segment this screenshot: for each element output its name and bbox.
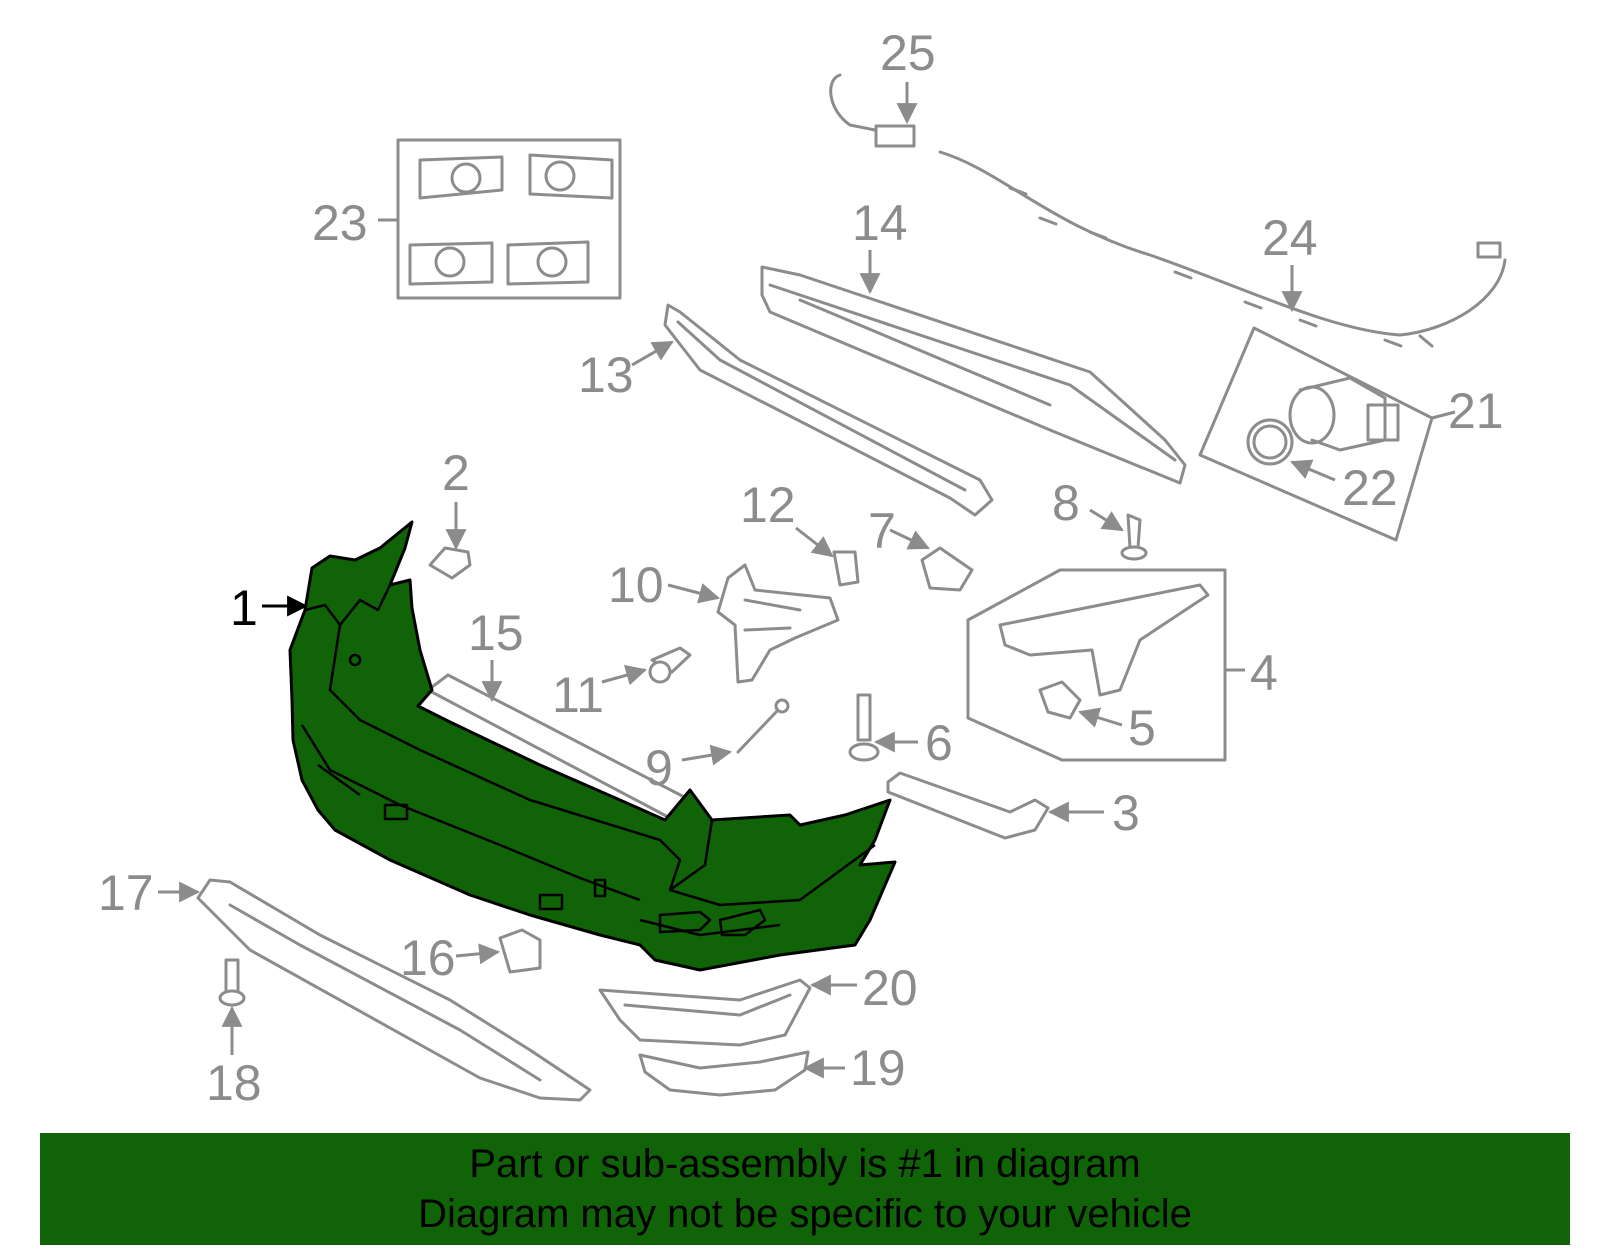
part-6-bolt [848,693,880,762]
part-25-connector [829,73,916,148]
part-7-clip [920,546,974,592]
part-24-wiring-harness [938,150,1507,348]
part-4-5-bracket-box [966,568,1227,762]
callout-6[interactable]: 6 [925,715,953,771]
callout-24[interactable]: 24 [1262,210,1318,266]
callout-23[interactable]: 23 [312,195,368,251]
info-banner: Part or sub-assembly is #1 in diagram Di… [40,1133,1570,1245]
part-8-push-pin [1120,513,1148,561]
part-20-reflector [598,978,812,1047]
callout-9[interactable]: 9 [645,740,673,796]
part-9-pin [736,698,790,754]
part-17-lower-valance [196,878,592,1102]
part-3-strip [886,771,1050,840]
callout-21[interactable]: 21 [1448,383,1504,439]
callout-5[interactable]: 5 [1128,700,1156,756]
part-13-energy-absorber [663,303,994,517]
callout-13[interactable]: 13 [578,347,634,403]
callout-1[interactable]: 1 [230,580,258,636]
callout-12[interactable]: 12 [740,477,796,533]
part-19-reflector-strip [638,1050,810,1097]
part-11-bolt [648,646,692,684]
leader-lines [158,82,1456,1079]
callout-11[interactable]: 11 [552,667,604,723]
part-10-side-bracket [716,563,840,684]
callout-20[interactable]: 20 [862,960,918,1016]
callout-14[interactable]: 14 [852,195,908,251]
callout-22[interactable]: 22 [1342,460,1398,516]
part-21-22-sensor-box [1198,326,1434,542]
part-2-clip [428,546,472,580]
callout-17[interactable]: 17 [98,865,154,921]
callout-labels: 1 2 3 4 5 6 7 8 9 10 11 12 13 14 15 16 1… [98,25,1504,1111]
banner-line-1: Part or sub-assembly is #1 in diagram [469,1142,1141,1186]
part-18-screw [218,958,246,1007]
part-12-retainer [832,550,860,587]
part-14-reinforcement-bar [760,265,1187,485]
callout-25[interactable]: 25 [880,25,936,81]
callout-10[interactable]: 10 [608,557,664,613]
banner-line-2: Diagram may not be specific to your vehi… [418,1192,1192,1236]
part-16-cap [498,928,542,974]
part-1-bumper-cover [288,520,897,972]
callout-2[interactable]: 2 [442,445,470,501]
callout-18[interactable]: 18 [206,1055,262,1111]
callout-8[interactable]: 8 [1052,475,1080,531]
callout-16[interactable]: 16 [400,930,456,986]
callout-15[interactable]: 15 [468,605,524,661]
callout-4[interactable]: 4 [1250,645,1278,701]
callout-3[interactable]: 3 [1112,785,1140,841]
callout-7[interactable]: 7 [868,503,896,559]
callout-19[interactable]: 19 [850,1040,906,1096]
part-23-sensor-bracket-set [396,138,622,300]
